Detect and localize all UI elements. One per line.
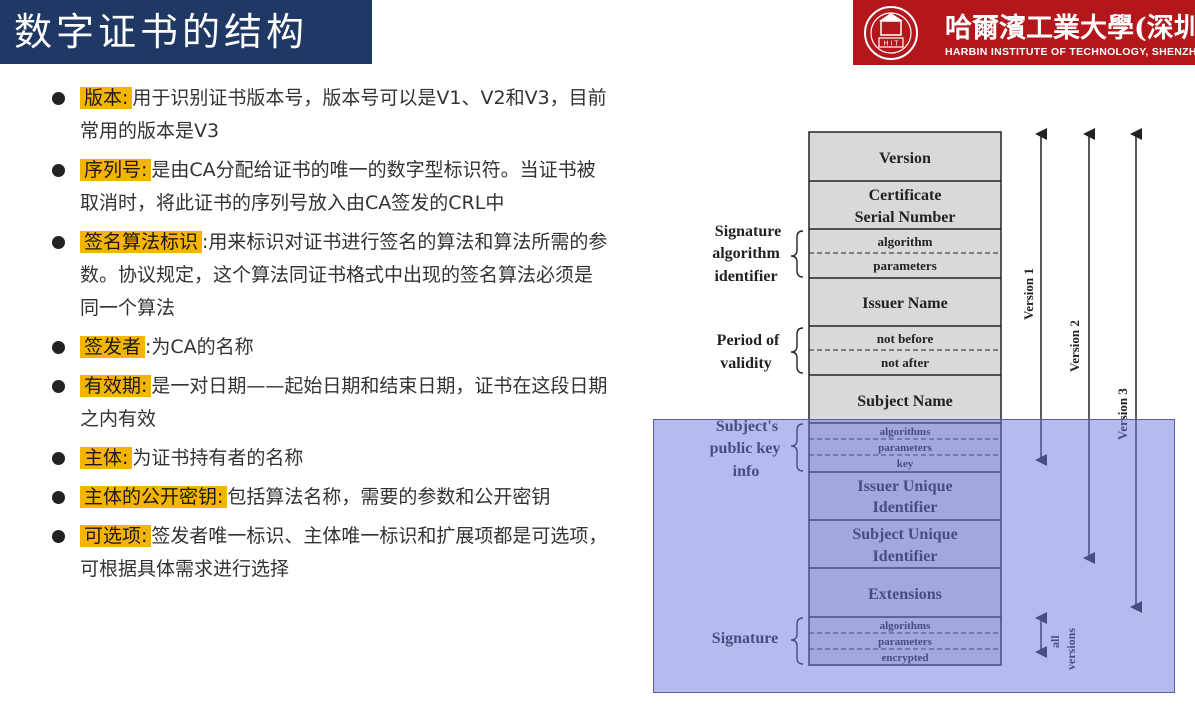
page-title: 数字证书的结构 (0, 0, 372, 64)
university-name-en: HARBIN INSTITUTE OF TECHNOLOGY, SHENZHEN (945, 46, 1195, 58)
label-validity-period: Period of (717, 332, 780, 349)
item-text: 为证书持有者的名称 (132, 447, 304, 469)
list-item: 主体的公开密钥:包括算法名称，需要的参数和公开密钥 (48, 481, 608, 514)
term-highlight: 可选项: (80, 525, 152, 547)
highlight-overlay (653, 419, 1175, 693)
item-text: :为CA的名称 (145, 336, 254, 358)
svg-text:H I T: H I T (883, 41, 899, 48)
bullet-icon (52, 530, 65, 543)
term-highlight: 签发者 (80, 336, 146, 358)
list-item: 签发者:为CA的名称 (48, 331, 608, 364)
term-highlight: 主体的公开密钥: (80, 486, 228, 508)
field-sig-parameters: parameters (873, 258, 937, 273)
university-logo: H I T 哈爾濱工業大學(深圳) HARBIN INSTITUTE OF TE… (853, 0, 1195, 65)
bullet-icon (52, 164, 65, 177)
term-highlight: 版本: (80, 87, 133, 109)
label-signature-algorithm-id: identifier (714, 268, 777, 285)
bullet-list: 版本:用于识别证书版本号，版本号可以是V1、V2和V3，目前常用的版本是V3 序… (48, 82, 608, 592)
field-serial: Certificate (869, 187, 942, 204)
field-serial: Serial Number (855, 209, 956, 226)
bullet-icon (52, 380, 65, 393)
field-sig-algorithm: algorithm (878, 234, 933, 249)
item-text: 签发者唯一标识、主体唯一标识和扩展项都是可选项，可根据具体需求进行选择 (80, 525, 608, 580)
label-validity-period: validity (720, 355, 772, 372)
bullet-icon (52, 452, 65, 465)
list-item: 签名算法标识:用来标识对证书进行签名的算法和算法所需的参数。协议规定，这个算法同… (48, 226, 608, 325)
term-highlight: 有效期: (80, 375, 152, 397)
version-1-label: Version 1 (1021, 268, 1036, 320)
list-item: 有效期:是一对日期——起始日期和结束日期，证书在这段日期之内有效 (48, 370, 608, 436)
item-text: 是由CA分配给证书的唯一的数字型标识符。当证书被取消时，将此证书的序列号放入由C… (80, 159, 596, 214)
list-item: 版本:用于识别证书版本号，版本号可以是V1、V2和V3，目前常用的版本是V3 (48, 82, 608, 148)
bullet-icon (52, 92, 65, 105)
term-highlight: 主体: (80, 447, 133, 469)
field-issuer-name: Issuer Name (862, 295, 947, 312)
item-text: 是一对日期——起始日期和结束日期，证书在这段日期之内有效 (80, 375, 608, 430)
hit-emblem-icon: H I T (864, 6, 918, 60)
bullet-icon (52, 236, 65, 249)
item-text: :用来标识对证书进行签名的算法和算法所需的参数。协议规定，这个算法同证书格式中出… (80, 231, 608, 319)
university-name-cn: 哈爾濱工業大學(深圳) (945, 13, 1195, 44)
field-not-before: not before (877, 331, 934, 346)
bullet-icon (52, 491, 65, 504)
field-subject-name: Subject Name (857, 393, 953, 410)
label-signature-algorithm-id: Signature (715, 223, 781, 240)
term-highlight: 序列号: (80, 159, 152, 181)
field-version: Version (879, 150, 931, 167)
item-text: 包括算法名称，需要的参数和公开密钥 (227, 486, 551, 508)
list-item: 序列号:是由CA分配给证书的唯一的数字型标识符。当证书被取消时，将此证书的序列号… (48, 154, 608, 220)
item-text: 用于识别证书版本号，版本号可以是V1、V2和V3，目前常用的版本是V3 (80, 87, 607, 142)
bullet-icon (52, 341, 65, 354)
field-not-after: not after (881, 355, 929, 370)
list-item: 可选项:签发者唯一标识、主体唯一标识和扩展项都是可选项，可根据具体需求进行选择 (48, 520, 608, 586)
label-signature-algorithm-id: algorithm (712, 245, 780, 262)
term-highlight: 签名算法标识 (80, 231, 203, 253)
list-item: 主体:为证书持有者的名称 (48, 442, 608, 475)
version-2-label: Version 2 (1067, 320, 1082, 372)
